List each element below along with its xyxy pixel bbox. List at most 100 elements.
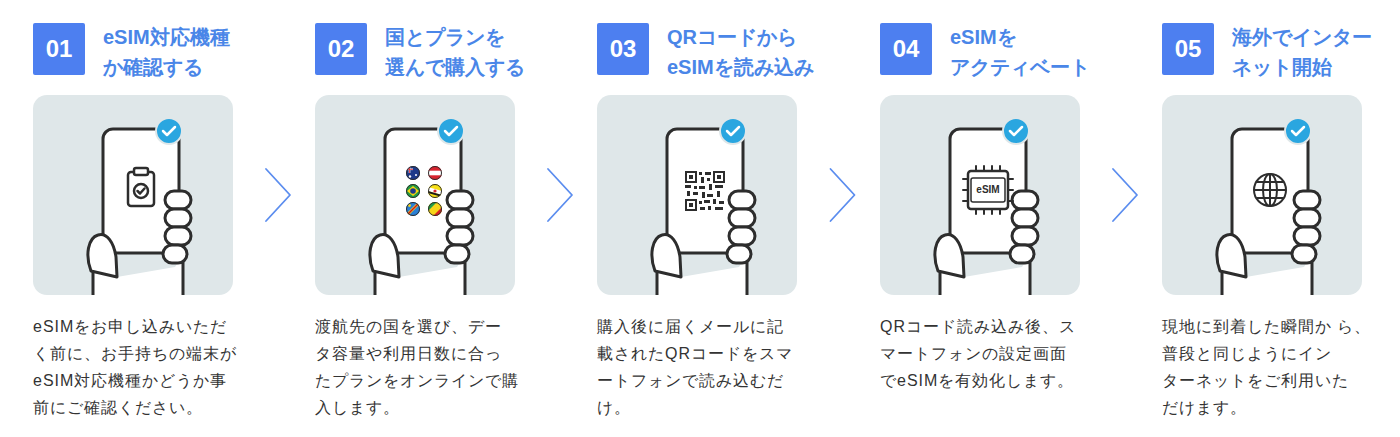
flag-dr-congo xyxy=(408,204,411,207)
qr-code-icon xyxy=(717,175,721,179)
flag-austria xyxy=(428,166,442,180)
flag-dr-congo xyxy=(406,202,420,216)
flag-brunei xyxy=(428,187,442,195)
clipboard-icon xyxy=(128,168,154,206)
flag-brazil xyxy=(406,184,420,198)
flag-brazil xyxy=(407,185,420,198)
flag-dr-congo xyxy=(406,202,420,216)
flag-brunei xyxy=(428,191,442,197)
step-card: 海外でインター ネット開始現地に到着した瞬間か ら、普段と同じようにイン ターネ… xyxy=(1162,95,1362,295)
flag-australia xyxy=(409,166,411,173)
chip-label: eSIM xyxy=(976,185,999,195)
step-title: eSIM対応機種 か確認する xyxy=(103,22,263,82)
flag-dr-congo xyxy=(406,202,420,216)
step-illustration xyxy=(370,118,473,295)
step-illustration xyxy=(370,118,473,295)
qr-code-icon xyxy=(699,186,705,189)
step-illustration xyxy=(88,118,191,295)
step-illustration xyxy=(935,118,1038,295)
step-illustration xyxy=(1217,118,1320,295)
flag-brazil xyxy=(410,188,416,194)
flag-austria xyxy=(428,166,442,180)
flag-australia xyxy=(407,167,420,180)
flag-brunei xyxy=(429,185,442,198)
flag-congo xyxy=(429,203,442,216)
step-illustration xyxy=(935,118,1038,295)
flag-austria xyxy=(428,171,442,176)
qr-code-icon xyxy=(704,200,710,203)
step-number-badge: 01 xyxy=(33,23,85,75)
clipboard-icon xyxy=(128,172,154,206)
step-chevron xyxy=(1113,169,1137,221)
clipboard-icon xyxy=(138,189,145,194)
qr-code-icon xyxy=(713,199,716,204)
step-description: eSIMをお申し込みいただ く前に、お手持ちの端末が eSIM対応機種かどうか事… xyxy=(33,313,245,421)
clipboard-icon xyxy=(134,168,148,175)
step-title: QRコードから eSIMを読み込み xyxy=(667,22,827,82)
esim-chip-icon xyxy=(976,166,1000,171)
qr-code-icon xyxy=(709,184,712,190)
step-number-badge: 03 xyxy=(597,23,649,75)
qr-code-icon xyxy=(699,172,702,175)
flag-brunei xyxy=(428,184,442,198)
qr-code-icon xyxy=(687,191,690,196)
flag-dr-congo xyxy=(406,202,420,216)
qr-code-icon xyxy=(707,194,713,197)
esim-chip-icon xyxy=(963,166,1013,214)
step-title: eSIMを アクティベート xyxy=(950,22,1110,82)
step-description: 購入後に届くメールに記 載されたQRコードをスマ ートフォンで読み込むだ け。 xyxy=(597,313,809,421)
flag-australia xyxy=(406,166,420,180)
qr-code-icon xyxy=(689,203,693,207)
step-illustration xyxy=(652,118,755,295)
qr-code-icon xyxy=(715,185,723,188)
qr-code-icon xyxy=(707,178,710,181)
flag-congo xyxy=(428,202,442,216)
step-illustration xyxy=(88,118,191,295)
step-chevron xyxy=(831,169,855,221)
step-number-badge: 05 xyxy=(1162,23,1214,75)
step-description: 現地に到着した瞬間か ら、普段と同じようにイン ターネットをご利用いた だけます… xyxy=(1162,313,1374,421)
qr-code-icon xyxy=(685,185,691,188)
flag-brazil xyxy=(406,184,420,198)
qr-code-icon xyxy=(715,207,723,210)
qr-code-icon xyxy=(719,201,724,204)
flag-australia xyxy=(406,169,413,171)
esim-chip-icon xyxy=(963,166,1013,214)
qr-code-icon xyxy=(714,172,724,182)
flag-australia xyxy=(406,166,420,180)
step-title: 国とプランを 選んで購入する xyxy=(385,22,545,82)
step-illustration xyxy=(652,118,755,295)
flag-icons xyxy=(406,166,442,216)
step-description: QRコード読み込み後、ス マートフォンの設定画面 でeSIMを有効化します。 xyxy=(880,313,1092,394)
qr-code-icon xyxy=(694,186,697,189)
flag-australia xyxy=(409,175,411,177)
step-card: 国とプランを 選んで購入する渡航先の国を選び、デー タ容量や利用日数に合っ たプ… xyxy=(315,95,515,295)
qr-code-icon xyxy=(689,175,693,179)
flag-australia xyxy=(406,166,420,180)
step-description: 渡航先の国を選び、デー タ容量や利用日数に合っ たプランをオンラインで購 入しま… xyxy=(315,313,527,421)
esim-chip-icon xyxy=(968,171,1008,209)
qr-code-icon xyxy=(705,172,711,175)
step-title: 海外でインター ネット開始 xyxy=(1232,22,1392,82)
qr-code-icon xyxy=(686,172,696,182)
clipboard-icon xyxy=(134,184,148,198)
globe-icon xyxy=(1254,174,1286,206)
qr-code-icon xyxy=(685,172,724,210)
flag-brunei xyxy=(433,189,436,192)
flag-congo xyxy=(428,202,442,216)
step-number-badge: 04 xyxy=(880,23,932,75)
step-chevron xyxy=(266,169,290,221)
flag-congo xyxy=(433,207,442,216)
flag-dr-congo xyxy=(407,203,420,216)
step-number: 03 xyxy=(610,37,637,61)
step-number-badge: 02 xyxy=(315,23,367,75)
qr-code-icon xyxy=(717,191,720,197)
qr-code-icon xyxy=(702,192,705,198)
flag-austria xyxy=(429,167,442,180)
qr-code-icon xyxy=(699,201,702,204)
qr-code-icon xyxy=(700,207,705,210)
qr-code-icon xyxy=(701,177,704,183)
step-card: QRコードから eSIMを読み込み購入後に届くメールに記 載されたQRコードをス… xyxy=(597,95,797,295)
flag-brunei xyxy=(428,184,442,198)
